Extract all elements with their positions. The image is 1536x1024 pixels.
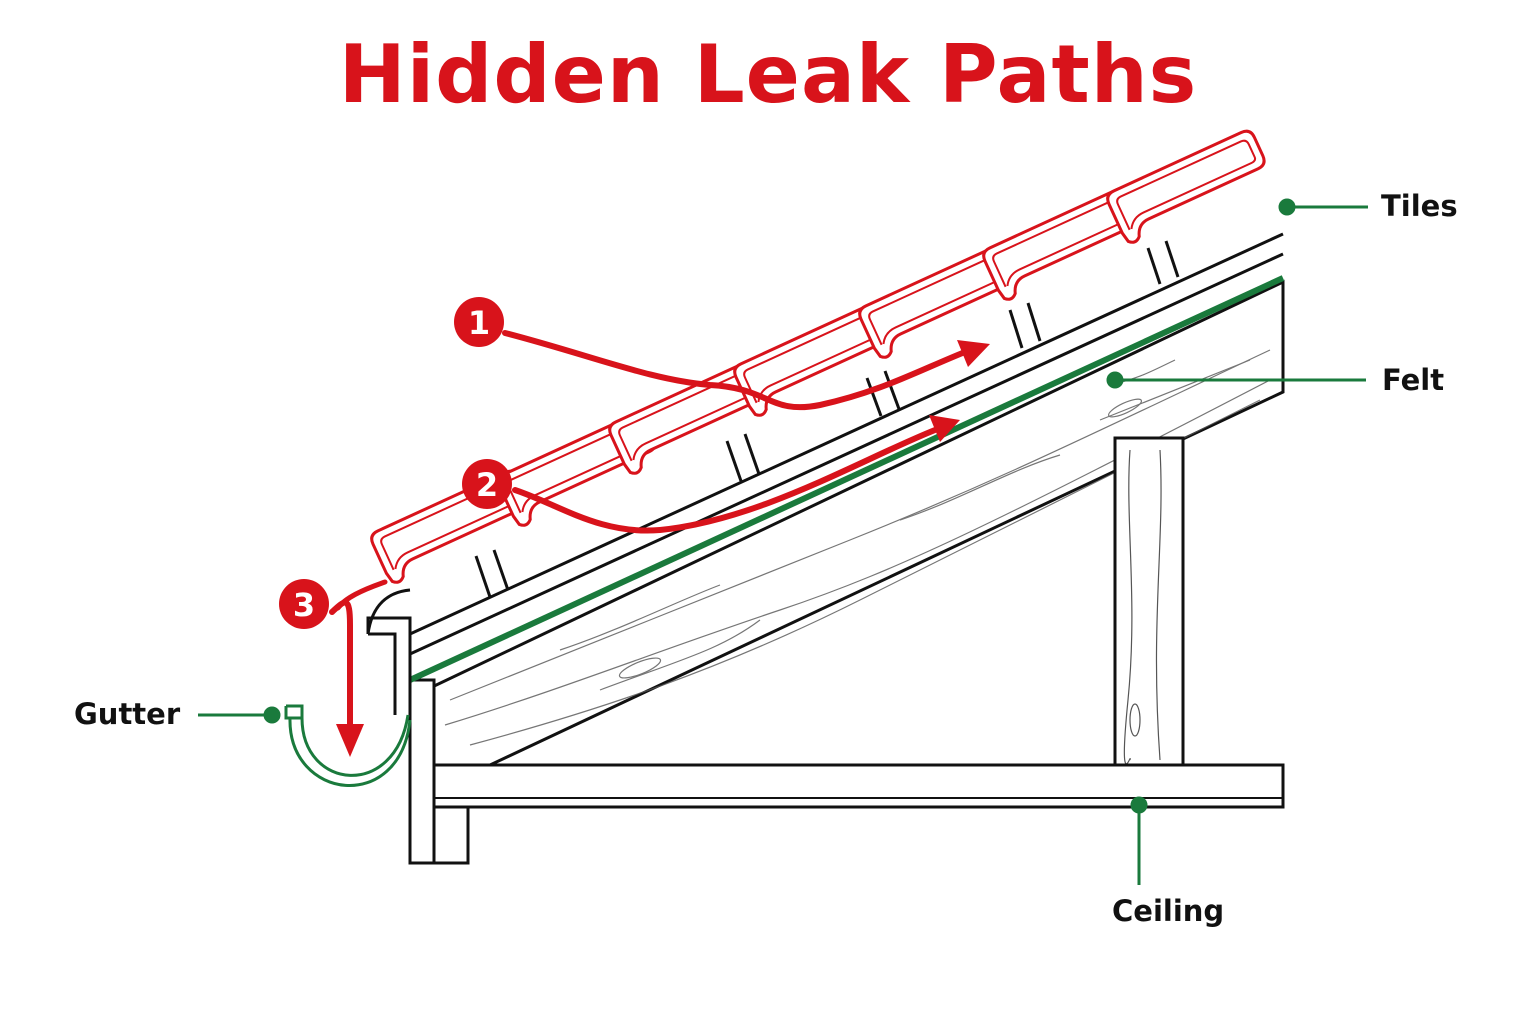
leak-path-2-arrow	[512, 427, 938, 534]
leak-path-1-arrow	[502, 330, 968, 411]
ceiling-joist	[428, 763, 1285, 809]
ceiling-label: Ceiling	[1112, 894, 1225, 928]
tiles-leader-dot	[1278, 198, 1296, 216]
arrowhead-2	[929, 415, 960, 442]
roof-battens	[409, 232, 1284, 656]
leak-arrows	[329, 330, 968, 728]
felt-leader-dot	[1106, 371, 1124, 389]
ceiling-leader-dot	[1130, 796, 1148, 814]
arrowhead-3	[336, 724, 364, 757]
arrowhead-1	[957, 340, 990, 367]
svg-text:2: 2	[476, 466, 498, 504]
roof-tile	[1106, 129, 1266, 244]
leak-marker-1: 1	[454, 297, 504, 347]
leak-path-3-arrow	[329, 599, 353, 728]
svg-text:1: 1	[468, 304, 490, 342]
tiles-label: Tiles	[1381, 189, 1458, 223]
svg-text:3: 3	[293, 586, 315, 624]
leak-marker-2: 2	[462, 459, 512, 509]
gutter-bracket	[366, 588, 412, 715]
label-leaders	[198, 198, 1368, 885]
rafter	[428, 279, 1285, 767]
felt-label: Felt	[1382, 363, 1445, 397]
diagram-title: Hidden Leak Paths	[338, 28, 1198, 121]
felt-membrane	[408, 275, 1285, 683]
gutter	[284, 704, 412, 787]
gutter-label: Gutter	[74, 697, 181, 731]
gutter-leader-dot	[263, 706, 281, 724]
leak-arrowheads	[336, 340, 990, 757]
leak-marker-3: 3	[279, 579, 329, 629]
support-post	[1113, 436, 1185, 768]
fascia-board	[408, 678, 470, 865]
